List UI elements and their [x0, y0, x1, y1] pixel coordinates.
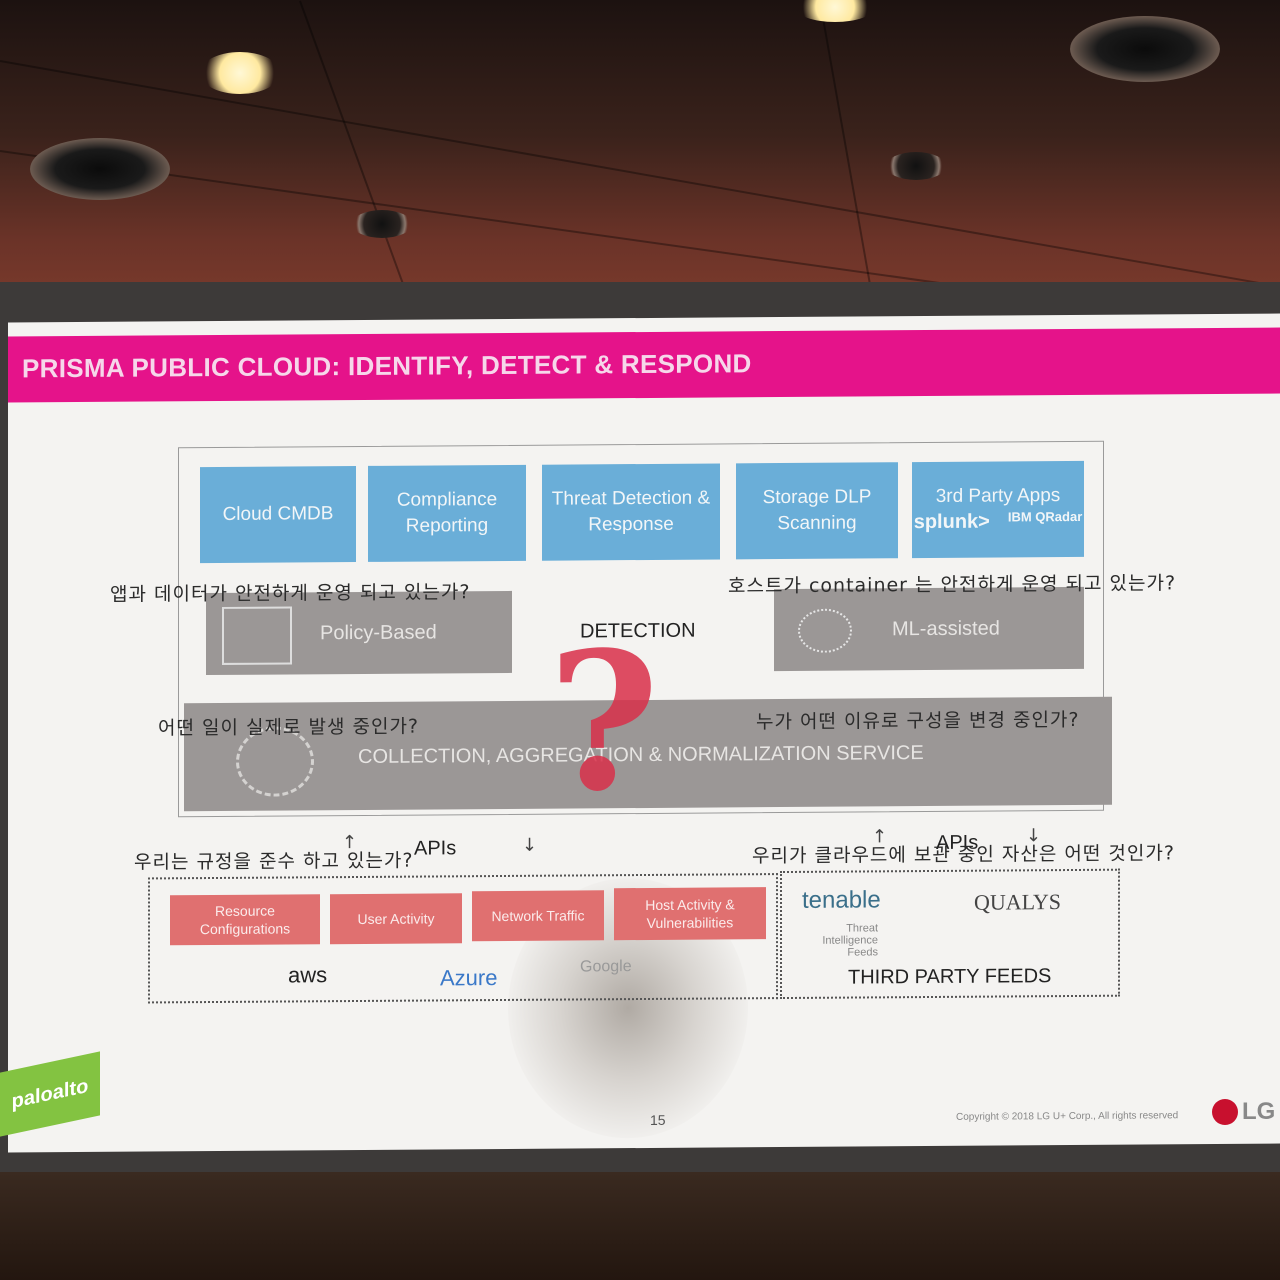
- qualys-logo: QUALYS: [974, 889, 1062, 915]
- network-icon: [798, 608, 852, 653]
- box-storage-dlp: Storage DLP Scanning: [736, 462, 898, 560]
- box-resource-configurations: Resource Configurations: [170, 894, 320, 946]
- overlay-q3: 어떤 일이 실제로 발생 중인가?: [158, 715, 420, 740]
- ceiling-speaker: [352, 210, 412, 238]
- overlay-q1: 앱과 데이터가 안전하게 운영 되고 있는가?: [110, 581, 471, 606]
- question-mark: ?: [548, 609, 660, 834]
- lg-logo: LG: [1212, 1098, 1275, 1126]
- box-network-traffic: Network Traffic: [472, 890, 604, 942]
- overlay-q5: 우리는 규정을 준수 하고 있는가?: [134, 849, 414, 874]
- ibm-qradar-logo: IBM QRadar: [1007, 509, 1083, 525]
- box-user-activity: User Activity: [330, 893, 462, 945]
- azure-logo: Azure: [440, 965, 498, 991]
- arrow-down-icon: ↓: [522, 834, 538, 856]
- google-cloud-logo: Google: [580, 958, 632, 976]
- ml-assisted-label: ML-assisted: [892, 617, 1000, 641]
- box-third-party-apps: 3rd Party Apps splunk> IBM QRadar: [912, 460, 1084, 559]
- ceiling-speaker: [886, 152, 946, 180]
- ceiling-light: [795, 0, 875, 22]
- box-compliance-reporting: Compliance Reporting: [368, 464, 526, 562]
- aws-logo: aws: [288, 962, 328, 988]
- overlay-q2: 호스트가 container 는 안전하게 운영 되고 있는가?: [728, 572, 1177, 598]
- ceiling-light: [200, 52, 280, 94]
- overlay-q6: 우리가 클라우드에 보관 중인 자산은 어떤 것인가?: [752, 842, 1175, 868]
- ceiling-vent: [30, 138, 170, 200]
- slide: PRISMA PUBLIC CLOUD: IDENTIFY, DETECT & …: [8, 313, 1280, 1153]
- policy-based-label: Policy-Based: [320, 621, 437, 645]
- overlay-q4: 누가 어떤 이유로 구성을 변경 중인가?: [756, 708, 1080, 734]
- third-party-feeds-label: THIRD PARTY FEEDS: [848, 965, 1052, 989]
- ceiling-vent: [1070, 16, 1220, 82]
- copyright: Copyright © 2018 LG U+ Corp., All rights…: [956, 1110, 1179, 1123]
- lg-circle-icon: [1212, 1099, 1238, 1125]
- threat-intel-label: Threat Intelligence Feeds: [822, 922, 878, 959]
- box-cloud-cmdb: Cloud CMDB: [200, 466, 356, 564]
- page-number: 15: [650, 1111, 666, 1128]
- box-threat-detection: Threat Detection & Response: [542, 463, 720, 561]
- box-host-activity: Host Activity & Vulnerabilities: [614, 887, 766, 941]
- floor: [0, 1172, 1280, 1280]
- ceiling: [0, 0, 1280, 396]
- slide-title: PRISMA PUBLIC CLOUD: IDENTIFY, DETECT & …: [22, 348, 752, 384]
- checklist-icon: [222, 606, 292, 665]
- splunk-logo: splunk>: [913, 510, 990, 534]
- tenable-logo: tenable: [802, 886, 881, 914]
- apis-left-label: APIs: [414, 837, 457, 860]
